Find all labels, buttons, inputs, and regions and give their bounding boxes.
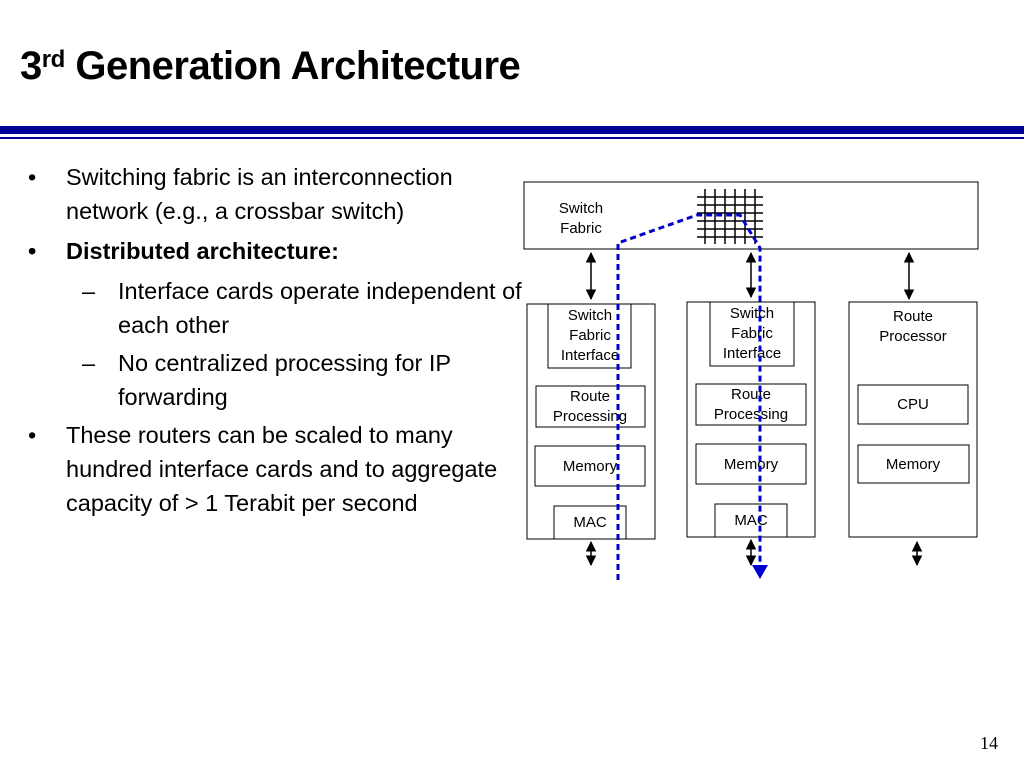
- bullet-text: Switching fabric is an interconnection n…: [66, 164, 453, 224]
- sfi-label: Fabric: [731, 325, 773, 342]
- crossbar-icon: [697, 189, 763, 244]
- route-processing-box: [535, 385, 646, 428]
- route-processing-box: [695, 383, 807, 426]
- route-processing-label: Route: [731, 386, 771, 403]
- sub-bullet-item: –No centralized processing for IP forwar…: [26, 346, 526, 414]
- sub-bullet-item: –Interface cards operate independent of …: [26, 274, 526, 342]
- route-processing-label: Processing: [714, 406, 788, 423]
- route-processor-label: Route: [893, 308, 933, 325]
- bullet-marker: •: [28, 238, 37, 264]
- page-number: 14: [980, 733, 998, 753]
- page-title: 3rd Generation Architecture: [20, 44, 521, 88]
- mac-label: MAC: [734, 512, 768, 529]
- packet-path: [616, 213, 762, 580]
- mac-box: [553, 505, 627, 540]
- memory-box: [534, 445, 646, 487]
- bullet-item: • Distributed architecture:: [26, 234, 526, 268]
- route-processing-label: Processing: [553, 408, 627, 425]
- switch-fabric-box: [523, 181, 979, 250]
- mac-box: [714, 503, 788, 538]
- sub-bullet-text: No centralized processing for IP forward…: [118, 350, 451, 410]
- bullet-item: • Switching fabric is an interconnection …: [26, 160, 526, 228]
- route-processing-label: Route: [570, 388, 610, 405]
- packet-path-arrowhead: [752, 565, 768, 579]
- switch-fabric-interface-box: [709, 301, 795, 367]
- bullet-marker: •: [28, 422, 37, 448]
- memory-box: [857, 444, 970, 484]
- memory-label: Memory: [886, 456, 941, 473]
- title-rule-thin: [0, 137, 1024, 139]
- sfi-label: Interface: [561, 347, 619, 364]
- sfi-label: Switch: [568, 307, 612, 324]
- mac-label: MAC: [573, 514, 607, 531]
- bullet-text: Distributed architecture:: [66, 238, 339, 264]
- memory-box: [695, 443, 807, 485]
- bullet-marker: •: [28, 164, 37, 190]
- bullet-list: • Switching fabric is an interconnection …: [26, 160, 526, 526]
- switch-fabric-label: Switch: [559, 200, 603, 217]
- sfi-label: Interface: [723, 345, 781, 362]
- sfi-label: Switch: [730, 305, 774, 322]
- sub-bullet-marker: –: [82, 350, 96, 376]
- title-rule: [0, 126, 1024, 134]
- memory-label: Memory: [724, 456, 779, 473]
- bullet-text: These routers can be scaled to many hund…: [66, 422, 498, 516]
- switch-fabric-label: Fabric: [560, 220, 602, 237]
- cpu-box: [857, 384, 969, 425]
- sub-bullet-text: Interface cards operate independent of e…: [118, 278, 522, 338]
- sub-bullet-marker: –: [82, 278, 96, 304]
- bullet-item: • These routers can be scaled to many hun…: [26, 418, 526, 520]
- sfi-label: Fabric: [569, 327, 611, 344]
- route-processor-label: Processor: [879, 328, 947, 345]
- memory-label: Memory: [563, 458, 618, 475]
- cpu-label: CPU: [897, 396, 929, 413]
